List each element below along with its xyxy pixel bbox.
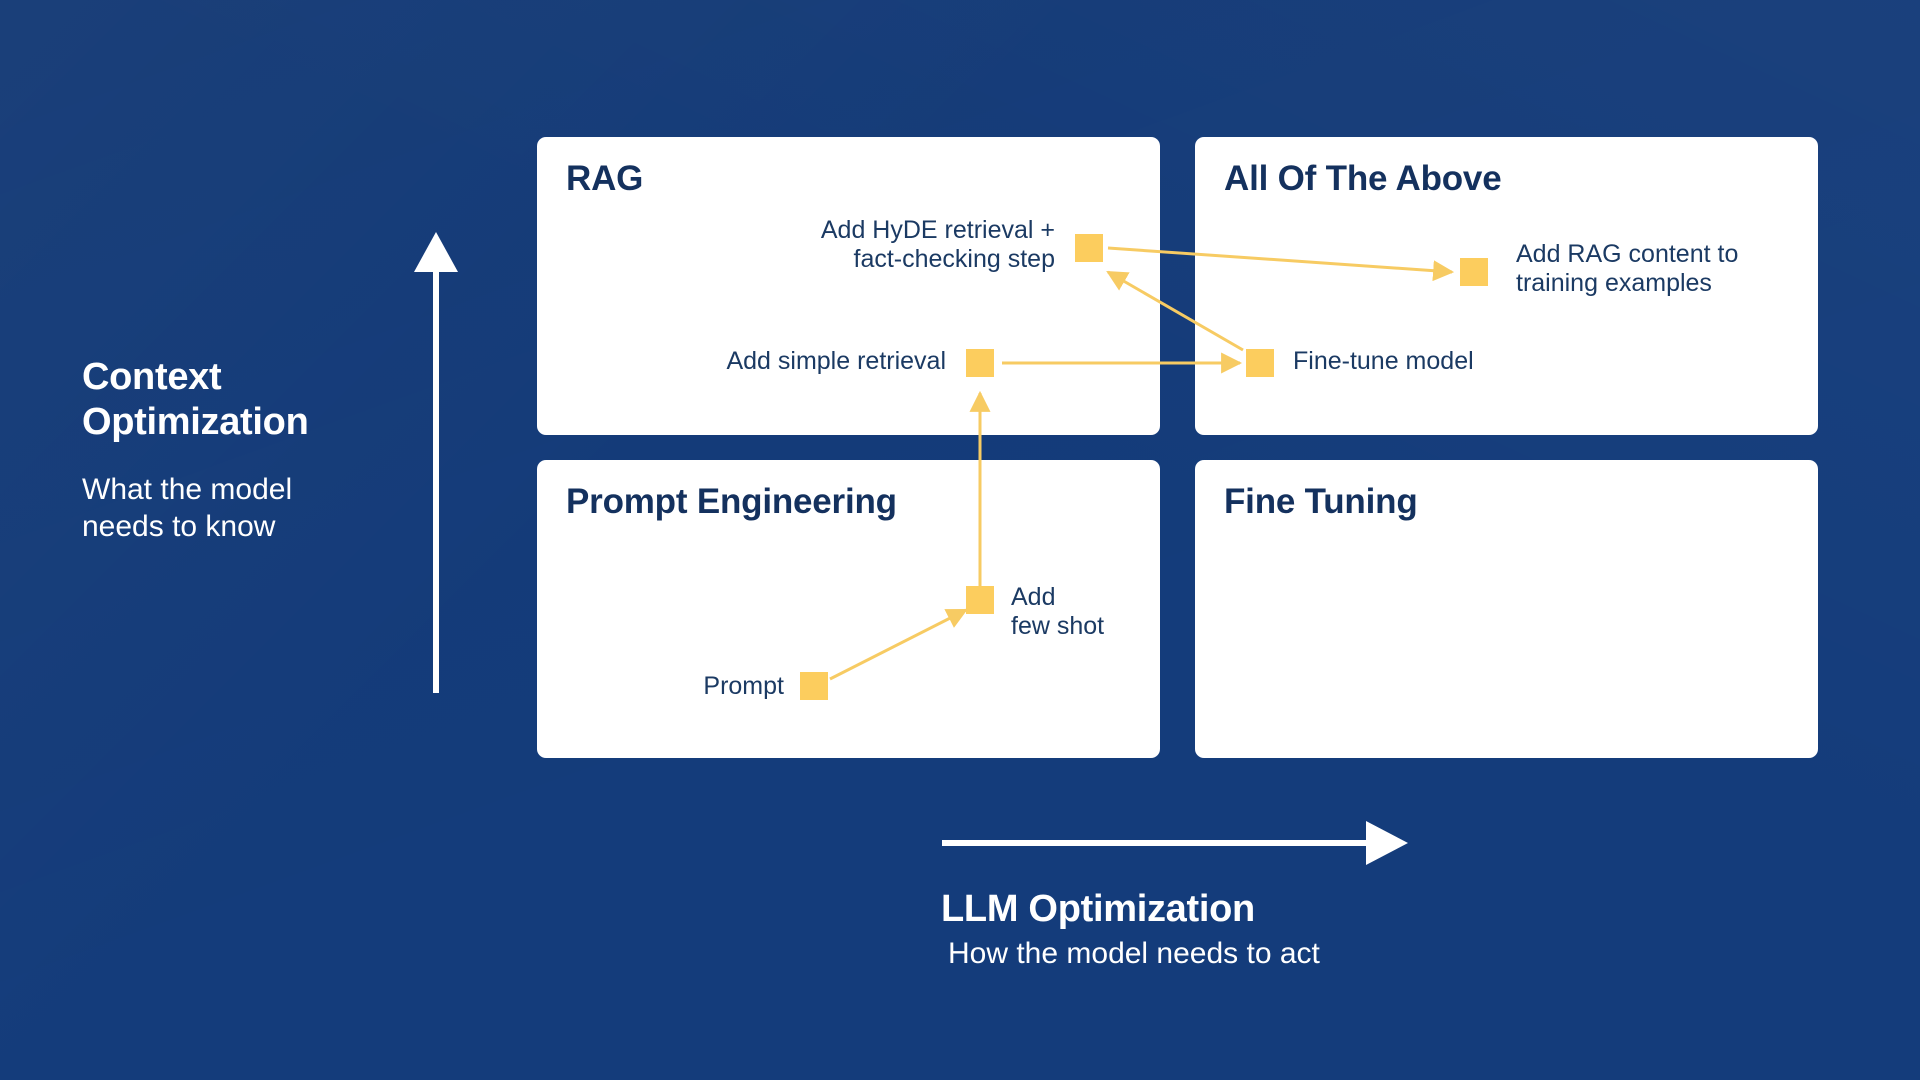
horizontal-axis-title: LLM Optimization — [941, 888, 1255, 930]
quadrant-card-fine-tuning[interactable]: Fine Tuning — [1195, 460, 1818, 758]
vertical-axis-label-group: Context Optimization What the model need… — [82, 355, 462, 545]
horizontal-axis-arrow — [942, 821, 1408, 865]
horizontal-axis-label-group: LLM Optimization How the model needs to … — [941, 888, 1641, 971]
horizontal-axis-subtitle: How the model needs to act — [948, 937, 1320, 970]
vertical-axis-title: Context Optimization — [82, 356, 309, 443]
node-label-add-few-shot: Add few shot — [1011, 583, 1105, 640]
quadrant-title-rag: RAG — [566, 159, 644, 198]
node-marker-add-simple-retrieval[interactable] — [966, 349, 994, 377]
quadrant-title-fine-tuning: Fine Tuning — [1224, 482, 1418, 521]
node-marker-add-few-shot[interactable] — [966, 586, 994, 614]
node-marker-fine-tune-model[interactable] — [1246, 349, 1274, 377]
quadrant-card-all-of-the-above[interactable]: All Of The Above — [1195, 137, 1818, 435]
quadrant-title-all-of-the-above: All Of The Above — [1224, 159, 1502, 198]
quadrant-card-rag[interactable]: RAG — [537, 137, 1160, 435]
node-marker-add-rag-content[interactable] — [1460, 258, 1488, 286]
node-marker-add-hyde[interactable] — [1075, 234, 1103, 262]
node-label-prompt: Prompt — [703, 672, 784, 700]
node-label-add-hyde: Add HyDE retrieval + fact-checking step — [820, 216, 1055, 273]
node-marker-prompt[interactable] — [800, 672, 828, 700]
node-label-add-simple-retrieval: Add simple retrieval — [726, 347, 946, 375]
vertical-axis-subtitle: What the model needs to know — [82, 472, 293, 543]
node-label-add-rag-content: Add RAG content to training examples — [1516, 240, 1739, 297]
node-label-fine-tune-model: Fine-tune model — [1293, 347, 1474, 375]
quadrant-title-prompt-engineering: Prompt Engineering — [566, 482, 897, 521]
